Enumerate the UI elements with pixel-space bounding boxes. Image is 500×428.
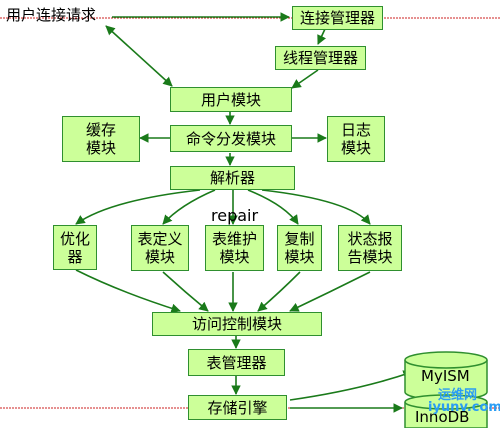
storage-engine-label: 存储引擎 — [207, 398, 268, 417]
cache-module-box: 缓存 模块 — [62, 116, 140, 162]
arrow-parser-replication — [247, 189, 299, 225]
arrow-tabledef-access — [162, 271, 209, 312]
arrow-parser-tabledef — [162, 189, 216, 225]
arrow-thread-user — [291, 69, 319, 89]
connection-manager-box: 连接管理器 — [292, 6, 383, 30]
access-control-box: 访问控制模块 — [152, 312, 322, 336]
arrow-replication-access — [257, 271, 301, 312]
command-dispatch-label: 命令分发模块 — [185, 129, 276, 148]
log-module-label: 日志 模块 — [340, 121, 371, 157]
innodb-cylinder — [404, 394, 488, 428]
table-manager-label: 表管理器 — [206, 353, 267, 372]
user-module-label: 用户模块 — [200, 90, 261, 109]
cache-module-label: 缓存 模块 — [85, 121, 116, 157]
connection-manager-label: 连接管理器 — [299, 9, 375, 27]
thread-manager-box: 线程管理器 — [275, 46, 366, 70]
innodb-label: InnoDB — [415, 408, 470, 426]
arrow-parser-optimizer — [75, 189, 201, 225]
table-maintenance-box: 表维护 模块 — [205, 225, 264, 271]
replication-label: 复制 模块 — [284, 230, 315, 266]
replication-box: 复制 模块 — [277, 225, 322, 271]
myism-label: MyISM — [421, 367, 470, 385]
user-request-label: 用户连接请求 — [6, 6, 97, 24]
thread-manager-label: 线程管理器 — [282, 49, 358, 67]
table-definition-label: 表定义 模块 — [137, 230, 183, 266]
status-report-label: 状态报 告模块 — [347, 230, 393, 266]
arrow-parser-status — [261, 189, 371, 225]
arrow-request-user — [105, 25, 173, 87]
optimizer-label: 优化 器 — [59, 229, 90, 266]
arrow-optimizer-access — [75, 269, 181, 313]
parser-label: 解析器 — [209, 169, 255, 187]
arrow-storage-myism — [289, 370, 413, 401]
optimizer-box: 优化 器 — [53, 225, 97, 270]
parser-box: 解析器 — [170, 166, 295, 190]
watermark-line1: 运维网 — [438, 388, 478, 403]
user-module-box: 用户模块 — [170, 87, 292, 112]
arrow-status-access — [289, 271, 371, 312]
table-maintenance-label: 表维护 模块 — [211, 230, 257, 266]
table-manager-box: 表管理器 — [188, 349, 285, 376]
arrow-conn-thread — [317, 28, 327, 45]
table-definition-box: 表定义 模块 — [131, 225, 189, 271]
watermark-line2: iyunv.com — [428, 400, 500, 415]
storage-engine-box: 存储引擎 — [188, 395, 287, 420]
command-dispatch-box: 命令分发模块 — [170, 125, 292, 152]
status-report-box: 状态报 告模块 — [338, 225, 402, 271]
access-control-label: 访问控制模块 — [191, 315, 282, 333]
myism-cylinder — [404, 351, 488, 401]
repair-label: repair — [211, 206, 259, 225]
log-module-box: 日志 模块 — [327, 116, 385, 162]
